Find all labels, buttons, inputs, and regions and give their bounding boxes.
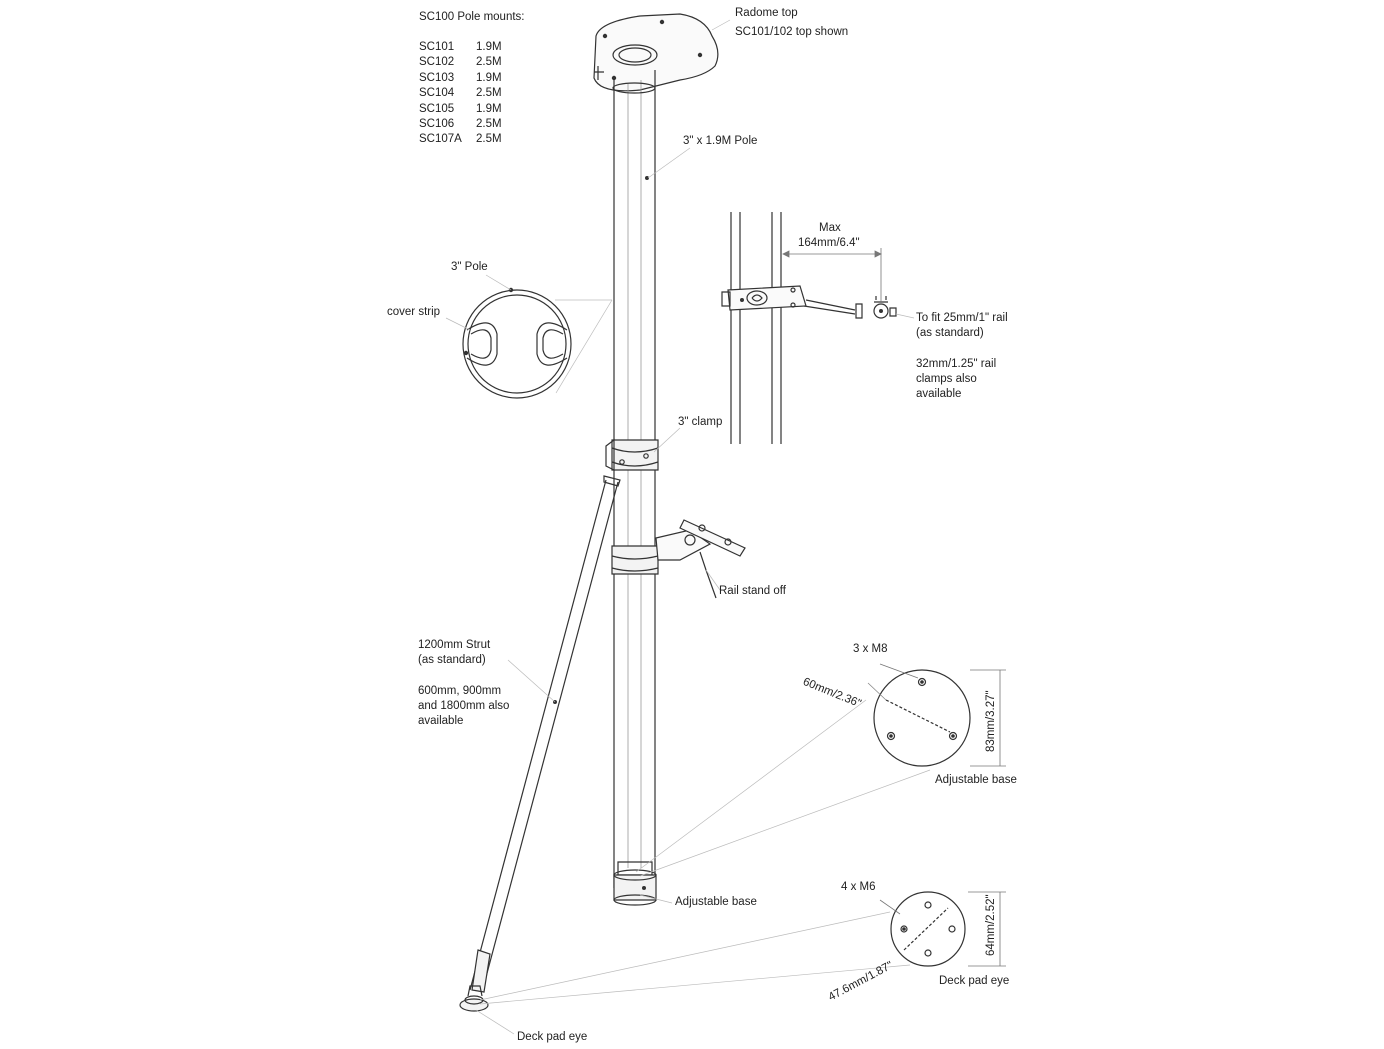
cross-section-leaders <box>445 274 613 394</box>
clamp-label: 3" clamp <box>678 416 723 428</box>
base-bolts-label: 3 x M8 <box>853 643 888 655</box>
pad-main-label: Deck pad eye <box>517 1031 588 1043</box>
strut-standard-label: (as standard) <box>418 654 486 666</box>
fit-rail-standard-label: (as standard) <box>916 327 984 339</box>
model-code: SC103 <box>419 71 455 84</box>
max-dimension-label: 164mm/6.4" <box>798 237 860 249</box>
model-code: SC106 <box>419 118 455 131</box>
model-code: SC102 <box>419 56 455 69</box>
models-title: SC100 Pole mounts: <box>419 11 525 23</box>
model-length: 2.5M <box>476 56 502 69</box>
strut-alt-label-1: 600mm, 900mm <box>418 685 502 697</box>
deck-pad-detail <box>890 891 966 967</box>
pole-cross-section <box>462 287 572 399</box>
model-code: SC104 <box>419 87 455 100</box>
max-label: Max <box>819 222 841 234</box>
pole-section-label: 3" Pole <box>451 261 488 273</box>
rail-clamp-detail <box>721 212 897 444</box>
model-code: SC105 <box>419 102 455 115</box>
model-row: SC101 1.9M <box>419 40 502 55</box>
pole-clamp-upper <box>605 438 659 471</box>
base-main-label: Adjustable base <box>675 896 757 908</box>
pad-detail-label: Deck pad eye <box>939 975 1010 987</box>
alt-clamps-label-1: 32mm/1.25" rail <box>916 358 997 370</box>
pad-bolts-label: 4 x M6 <box>841 881 876 893</box>
model-length: 2.5M <box>476 133 502 146</box>
pole-adjustable-base <box>613 861 657 906</box>
model-row: SC102 2.5M <box>419 55 502 70</box>
base-diameter-label: 83mm/3.27" <box>985 690 997 752</box>
main-pole <box>612 70 656 888</box>
model-code: SC107A <box>419 133 462 146</box>
rail-stand-off <box>611 519 746 599</box>
radome-top-plate <box>593 13 719 92</box>
model-length: 2.5M <box>476 118 502 131</box>
pad-diameter-label: 64mm/2.52" <box>985 894 997 956</box>
model-row: SC107A 2.5M <box>419 132 502 147</box>
model-length: 1.9M <box>476 41 502 53</box>
model-row: SC105 1.9M <box>419 102 502 117</box>
model-length: 1.9M <box>476 102 502 115</box>
model-length: 1.9M <box>476 71 502 84</box>
radome-note-label: SC101/102 top shown <box>735 26 849 38</box>
model-row: SC104 2.5M <box>419 86 502 101</box>
strut-alt-label-2: and 1800mm also <box>418 700 510 712</box>
model-length: 2.5M <box>476 87 502 100</box>
base-dimension <box>879 663 1006 767</box>
max-dimension <box>782 248 882 302</box>
radome-top-label: Radome top <box>735 7 798 19</box>
model-row: SC103 1.9M <box>419 71 502 86</box>
model-code: SC101 <box>419 41 455 53</box>
cover-strip-label: cover strip <box>387 306 441 318</box>
pole-label: 3" x 1.9M Pole <box>683 135 758 147</box>
strut <box>469 475 621 993</box>
base-detail-label: Adjustable base <box>935 774 1017 786</box>
adjustable-base-detail <box>867 669 971 767</box>
leader-lines <box>475 19 931 1035</box>
alt-clamps-label-2: clamps also <box>916 373 977 385</box>
model-row: SC106 2.5M <box>419 117 502 132</box>
alt-clamps-label-3: available <box>916 388 962 400</box>
strut-label: 1200mm Strut <box>418 639 491 651</box>
pad-dimension <box>879 891 1006 967</box>
fit-rail-label: To fit 25mm/1" rail <box>916 312 1008 324</box>
strut-deck-pad <box>459 985 489 1012</box>
rail-stand-off-label: Rail stand off <box>719 585 786 597</box>
strut-alt-label-3: available <box>418 715 464 727</box>
